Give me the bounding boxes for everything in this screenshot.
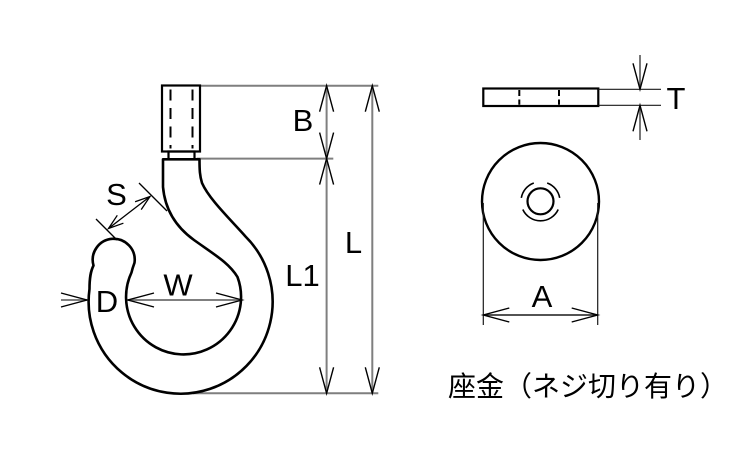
arrow-l1-up xyxy=(318,155,335,185)
dim-label-s: S xyxy=(106,177,127,212)
hook-view: B L L1 S W D xyxy=(60,83,380,396)
dim-label-t: T xyxy=(667,81,686,116)
washer-hole-circle xyxy=(526,187,555,216)
arrow-s-lower xyxy=(106,214,124,230)
dim-label-l: L xyxy=(345,225,362,260)
dim-label-l1: L1 xyxy=(285,258,319,293)
arrow-l-up xyxy=(364,83,380,112)
washer-top-view-circle xyxy=(480,141,601,262)
arrow-l1-down xyxy=(318,367,335,396)
dim-label-a: A xyxy=(532,279,553,314)
arrow-s-upper xyxy=(134,195,152,210)
thread-arc-top-right xyxy=(546,182,561,199)
hook-body-outline xyxy=(87,158,274,396)
arrow-a-left xyxy=(480,307,510,323)
hook-arrowheads xyxy=(60,83,380,396)
arrow-w-left xyxy=(125,292,155,308)
s-arrow-line xyxy=(108,195,151,230)
thread-arc-bottom xyxy=(522,209,559,222)
washer-side-view xyxy=(482,87,600,108)
dim-label-d: D xyxy=(96,284,118,319)
thread-arc-top-left xyxy=(520,182,535,199)
arrow-b-up xyxy=(318,83,335,112)
arrow-d-right xyxy=(60,292,90,308)
washer-caption: 座金（ネジ切り有り） xyxy=(448,371,728,402)
dim-label-b: B xyxy=(293,103,314,138)
dim-label-w: W xyxy=(163,268,193,303)
arrow-t-up xyxy=(632,102,648,132)
arrow-a-right xyxy=(571,307,601,323)
arrow-l-down xyxy=(364,367,380,396)
s-tick-upper xyxy=(138,182,168,212)
washer-view: T A 座金（ネジ切り有り） xyxy=(448,55,728,402)
threaded-stud xyxy=(160,84,202,153)
s-dimension xyxy=(95,182,168,241)
thread-marking-arcs xyxy=(520,182,561,222)
arrow-t-down xyxy=(632,63,648,92)
s-tick-lower xyxy=(95,218,118,241)
